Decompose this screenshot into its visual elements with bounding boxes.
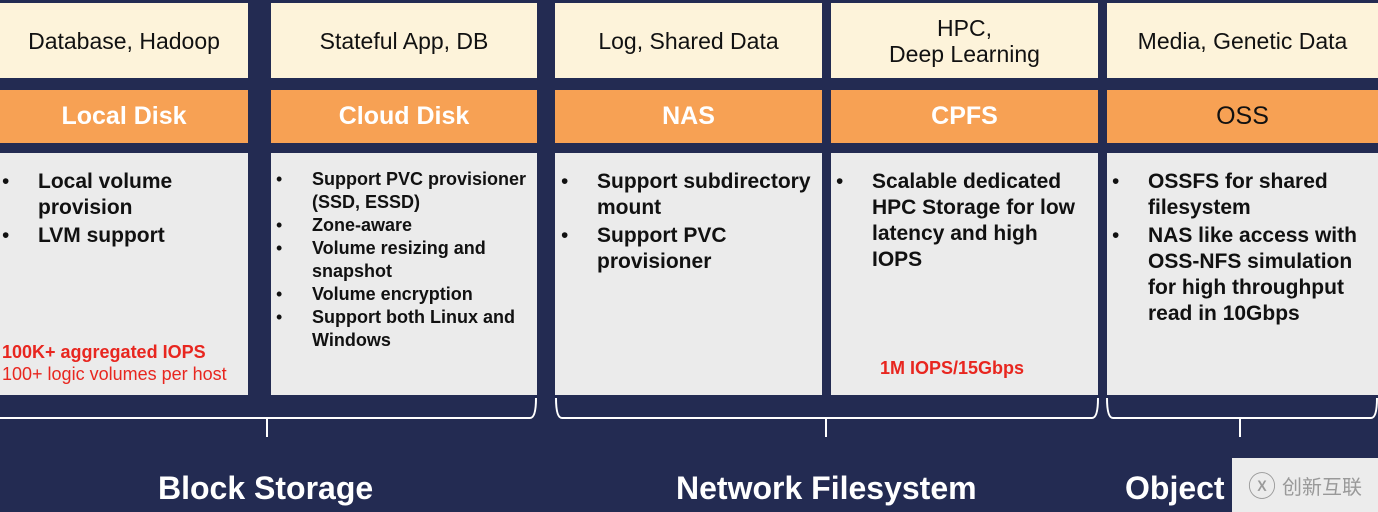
use-case-log: Log, Shared Data <box>555 3 822 78</box>
product-cloud-disk: Cloud Disk <box>271 90 537 143</box>
use-case-media: Media, Genetic Data <box>1107 3 1378 78</box>
use-case-database: Database, Hadoop <box>0 3 248 78</box>
features-nas: Support subdirectory mountSupport PVC pr… <box>555 153 822 395</box>
features-cpfs: Scalable dedicated HPC Storage for low l… <box>831 153 1098 395</box>
feature: Zone-aware <box>276 214 529 237</box>
feature: LVM support <box>2 223 248 249</box>
feature: Support PVC provisioner (SSD, ESSD) <box>276 168 529 214</box>
features-oss: OSSFS for shared filesystemNAS like acce… <box>1107 153 1378 395</box>
feature: Support subdirectory mount <box>561 169 812 221</box>
feature: Scalable dedicated HPC Storage for low l… <box>836 169 1092 273</box>
highlight: 100+ logic volumes per host <box>2 364 227 384</box>
feature: Support both Linux and Windows <box>276 306 529 352</box>
feature: Local volume provision <box>2 169 248 221</box>
feature: OSSFS for shared filesystem <box>1112 169 1368 221</box>
logo-icon: ⓧ <box>1247 471 1276 502</box>
brace-block <box>0 397 537 437</box>
brace-network <box>555 397 1099 437</box>
feature: Support PVC provisioner <box>561 223 812 275</box>
use-case-line: HPC, <box>937 14 992 41</box>
features-local-disk: Local volume provisionLVM support 100K+ … <box>0 153 248 395</box>
feature: Volume encryption <box>276 283 529 306</box>
feature: NAS like access with OSS-NFS simulation … <box>1112 223 1368 327</box>
highlight: 100K+ aggregated IOPS <box>2 342 206 362</box>
watermark-logo: ⓧ 创新互联 <box>1232 458 1378 512</box>
product-nas: NAS <box>555 90 822 143</box>
product-cpfs: CPFS <box>831 90 1098 143</box>
product-oss: OSS <box>1107 90 1378 143</box>
product-local-disk: Local Disk <box>0 90 248 143</box>
highlight: 1M IOPS/15Gbps <box>880 358 1025 378</box>
watermark-text: 创新互联 <box>1282 476 1362 499</box>
use-case-hpc: HPC,Deep Learning <box>831 3 1098 78</box>
features-cloud-disk: Support PVC provisioner (SSD, ESSD)Zone-… <box>271 153 537 395</box>
category-block-storage: Block Storage <box>158 470 374 506</box>
category-network-filesystem: Network Filesystem <box>676 470 977 506</box>
use-case-stateful: Stateful App, DB <box>271 3 537 78</box>
category-object: Object <box>1125 470 1225 506</box>
feature: Volume resizing and snapshot <box>276 237 529 283</box>
use-case-line: Deep Learning <box>889 40 1040 67</box>
brace-object <box>1106 397 1378 437</box>
